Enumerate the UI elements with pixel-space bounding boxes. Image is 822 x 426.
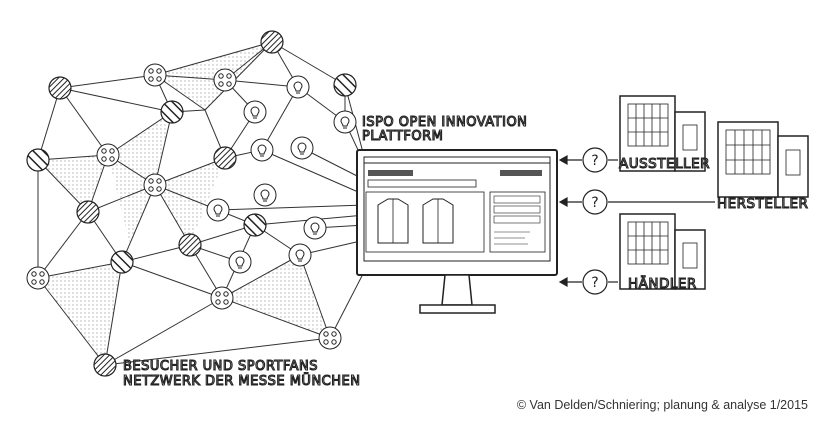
computer-monitor [356,149,558,314]
node-hatched [48,76,72,100]
network-dotted-areas [38,42,330,365]
lightbulb-icon [253,183,277,207]
hersteller-building-icon [717,121,809,198]
question-icon [582,189,608,215]
question-icon [582,269,608,295]
platform-title-line1: ISPO OPEN INNOVATION [362,115,527,130]
lightbulb-icon [290,136,314,160]
node-striped [110,250,134,274]
labels: ISPO OPEN INNOVATION PLATTFORM BESUCHER … [122,114,808,389]
node-striped [333,73,357,97]
lightbulb-icon [206,198,230,222]
network-ring-nodes [26,63,342,350]
lightbulb-icon [288,243,312,267]
node-striped [160,100,184,124]
network-label-line1: BESUCHER UND SPORTFANS [123,359,318,374]
node-ring [143,173,167,197]
credit-line: © Van Delden/Schniering; planung & analy… [516,398,808,412]
arrows [558,154,715,288]
question-mark-1: ? [591,153,598,169]
node-striped [243,213,267,237]
node-ring [318,326,342,350]
node-hatched [178,233,202,257]
lightbulb-icon [228,250,252,274]
lightbulb-icon [286,75,310,99]
question-mark-2: ? [591,195,598,211]
question-icon [582,147,608,173]
node-ring [210,286,234,310]
lightbulb-icon [333,110,357,134]
lightbulb-icon [250,138,274,162]
node-hatched [76,200,100,224]
haendler-building-icon [619,213,706,290]
node-hatched [260,30,284,54]
network-nodes [26,30,357,377]
idea-nodes [206,75,357,274]
aussteller-building-icon [619,95,706,172]
aussteller-label: AUSSTELLER [619,156,710,172]
platform-title-line2: PLATTFORM [362,129,443,144]
buildings [619,95,809,290]
node-ring [26,266,50,290]
question-marks: ? ? ? [582,147,608,295]
haendler-label: HÄNDLER [628,274,697,292]
node-ring [213,68,237,92]
node-ring [96,143,120,167]
lightbulb-icon [243,100,267,124]
node-striped [26,148,50,172]
node-hatched [213,146,237,170]
node-ring [143,63,167,87]
question-mark-3: ? [591,275,598,291]
lightbulb-icon [303,216,327,240]
hersteller-label: HERSTELLER [717,196,808,212]
node-hatched [93,353,117,377]
network-label-line2: NETZWERK DER MESSE MÜNCHEN [123,372,360,389]
